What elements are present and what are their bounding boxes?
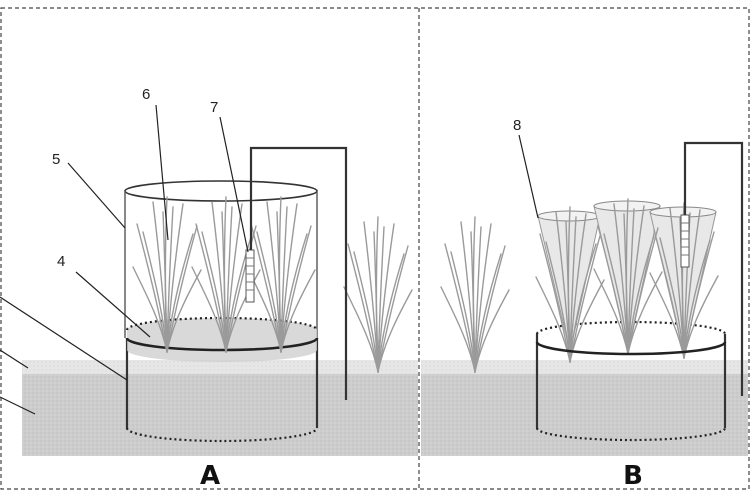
callout-8: 8 — [513, 117, 521, 134]
leader-line-8 — [518, 134, 539, 219]
water-layer-b — [421, 360, 748, 376]
panel-b: 8 B — [421, 117, 748, 491]
gas-line-b — [683, 141, 744, 396]
callout-6: 6 — [142, 86, 150, 103]
collar-front-edge — [125, 337, 319, 352]
callout-5: 5 — [52, 151, 60, 168]
base-ring-bottom-b — [535, 427, 727, 442]
leader-lines-a — [0, 104, 249, 415]
panel-label-a: A — [200, 461, 220, 491]
base-ring-front-b — [535, 341, 727, 356]
soil-layer-a — [22, 374, 418, 456]
rice-plant — [343, 216, 413, 373]
panel-a: 5 6 7 4 A — [0, 86, 418, 491]
chamber-top-rim — [124, 180, 318, 202]
panel-label-b: B — [623, 461, 643, 491]
rice-plant — [440, 216, 510, 373]
callout-7: 7 — [210, 99, 218, 116]
gas-line-a — [249, 146, 348, 400]
soil-layer-b — [421, 374, 748, 456]
chamber-collar — [127, 318, 317, 362]
tube-markings — [681, 222, 689, 256]
water-layer-a — [22, 360, 418, 376]
outer-frame — [0, 7, 750, 490]
tube-markings — [246, 257, 254, 291]
collar-top-edge — [125, 316, 319, 331]
callout-4: 4 — [57, 253, 65, 270]
